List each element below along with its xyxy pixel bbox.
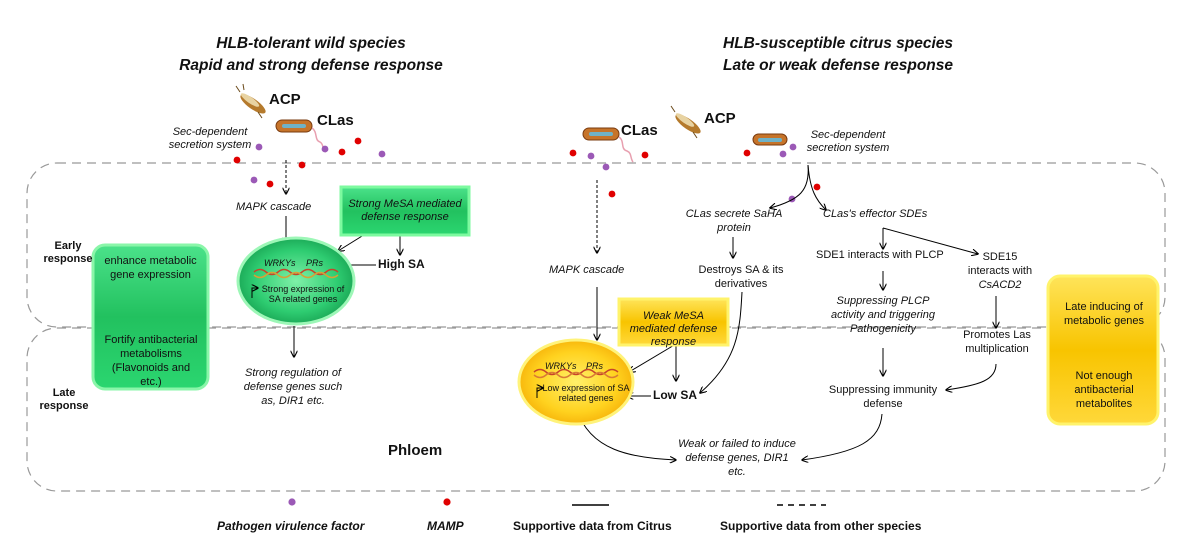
left-expression: Strong expression of SA related genes: [261, 284, 345, 304]
right-sde15-line1: SDE15: [982, 251, 1018, 263]
left-fortify: Fortify antibacterial metabolisms (Flavo…: [104, 334, 198, 388]
left-mesa: Strong MeSA mediated defense response: [348, 198, 462, 223]
right-sde15-line3: CsACD2: [978, 279, 1022, 291]
left-enhance: enhance metabolic gene expression: [104, 255, 197, 281]
legend-mamp: MAMP: [427, 519, 464, 533]
strong-mesa-box: [339, 185, 471, 237]
right-mamp-dots: [569, 149, 821, 198]
legend-citrus: Supportive data from Citrus: [513, 519, 672, 533]
acp-label-right: ACP: [704, 110, 736, 127]
right-wrky-ellipse: [517, 338, 635, 426]
right-late-inducing: Late inducing of metabolic genes: [1063, 301, 1145, 327]
right-title-line1: HLB-susceptible citrus species: [723, 35, 953, 52]
clas-label-left: CLas: [317, 112, 354, 129]
left-title: HLB-tolerant wild species Rapid and stro…: [150, 33, 472, 77]
left-regulation: Strong regulation of defense genes such …: [243, 367, 343, 407]
right-sde15-line2: interacts with: [967, 265, 1033, 277]
sec-dependent-left: Sec-dependent secretion system: [168, 126, 252, 151]
right-weak-mesa: Weak MeSA mediated defense response: [629, 310, 718, 348]
weak-mesa-arrow: [629, 343, 677, 372]
right-metabolic-panel: [1046, 274, 1160, 426]
promotes-suppress-arrow: [946, 363, 997, 390]
left-metabolic-panel: [91, 243, 210, 391]
legend-mamp-dot: [443, 498, 451, 506]
left-prs: PRs: [306, 258, 324, 268]
effector-sde15-arrow: [882, 227, 978, 254]
sec-dependent-right: Sec-dependent secretion system: [806, 129, 890, 154]
right-sde15: SDE15 interacts with CsACD2: [955, 250, 1045, 292]
acp-label-left: ACP: [269, 91, 301, 108]
right-split-arrow2: [807, 164, 826, 210]
late-response-label: Late response: [39, 387, 89, 412]
right-destroys: Destroys SA & its derivatives: [698, 264, 784, 290]
legend-virulence-dot: [288, 498, 296, 506]
late-response-frame: [26, 327, 1166, 492]
right-not-enough: Not enough antibacterial metabolites: [1074, 370, 1134, 410]
legend-virulence: Pathogen virulence factor: [217, 519, 365, 533]
right-effector: CLas's effector SDEs: [823, 208, 928, 220]
right-weak-induce: Weak or failed to induce defense genes, …: [678, 438, 796, 478]
right-suppressing-plcp: Suppressing PLCP activity and triggering…: [831, 295, 935, 335]
right-saha: CLas secrete SaHA protein: [685, 208, 783, 234]
right-sde1: SDE1 interacts with PLCP: [816, 249, 944, 261]
right-split-arrows: [770, 164, 809, 208]
right-low-sa: Low SA: [653, 388, 697, 402]
early-response-frame: [26, 162, 1166, 328]
clas-bacterium-icon: [275, 119, 327, 153]
right-wrkys: WRKYs: [545, 361, 577, 371]
right-title: HLB-susceptible citrus species Late or w…: [677, 33, 999, 77]
right-dna-icon-strand: [533, 371, 619, 379]
destroys-lowsa-arrow: [700, 291, 743, 393]
early-response-label: Early response: [43, 240, 93, 265]
right-dna-icon: [533, 368, 619, 376]
left-promoter-arrow: [251, 288, 258, 298]
legend-other: Supportive data from other species: [720, 519, 922, 533]
right-suppressing-immunity: Suppressing immunity defense: [828, 384, 938, 410]
clas-bacterium-icon-right: [582, 127, 634, 163]
weak-mesa-box: [617, 297, 730, 347]
left-dna-icon: [253, 268, 339, 276]
left-mapk: MAPK cascade: [236, 201, 312, 213]
suppress-weak-arrow: [802, 413, 883, 460]
left-title-line2: Rapid and strong defense response: [179, 57, 443, 74]
left-title-line1: HLB-tolerant wild species: [216, 35, 406, 52]
left-virulence-dots: [250, 143, 386, 184]
left-wrky-ellipse: [236, 236, 356, 326]
right-promoter-arrow: [536, 388, 543, 398]
left-wrkys: WRKYs: [264, 258, 296, 268]
right-low-expression: Low expression of SA related genes: [542, 383, 630, 403]
right-promotes: Promotes Las multiplication: [963, 329, 1031, 355]
phloem-label: Phloem: [388, 442, 443, 459]
clas-bacterium-icon-right2: [752, 133, 788, 146]
left-high-sa: High SA: [378, 257, 425, 271]
right-mapk: MAPK cascade: [549, 264, 625, 276]
right-virulence-dots: [587, 143, 797, 203]
right-prs: PRs: [586, 361, 604, 371]
left-dna-icon-strand: [253, 271, 339, 279]
clas-label-right: CLas: [621, 122, 658, 139]
acp-insect-icon-right: [670, 105, 701, 139]
left-mamp-dots: [233, 137, 362, 188]
right-title-line2: Late or weak defense response: [722, 57, 953, 74]
acp-insect-icon: [235, 83, 266, 119]
